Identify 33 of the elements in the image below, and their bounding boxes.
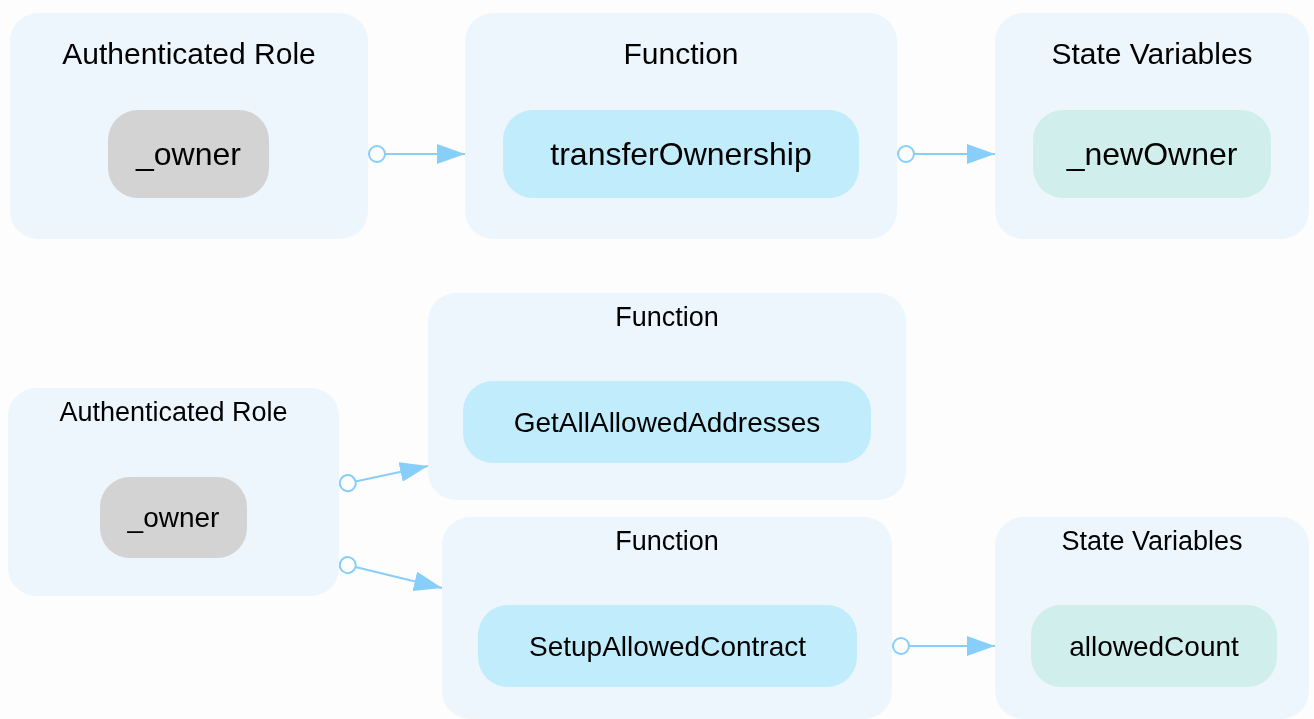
group-title: Authenticated Role (62, 36, 316, 72)
group-panel (995, 13, 1309, 239)
group-title: Function (615, 301, 719, 334)
arrow (891, 636, 996, 656)
group-panel (10, 13, 368, 239)
node-label: allowedCount (1069, 629, 1239, 664)
node-box (463, 381, 871, 463)
node-box (108, 110, 269, 198)
node-box (478, 605, 857, 687)
node-box (100, 477, 247, 558)
group-title: State Variables (1061, 525, 1243, 558)
group-title: Function (615, 525, 719, 558)
node-box (1033, 110, 1271, 198)
arrow (338, 462, 429, 493)
group-panel (8, 388, 339, 596)
node-label: _owner (136, 135, 241, 174)
arrow (367, 144, 466, 164)
node-label: GetAllAllowedAddresses (513, 405, 821, 440)
group-panel (442, 517, 892, 719)
node-box (503, 110, 859, 198)
node-label: transferOwnership (550, 135, 812, 174)
group-panel (465, 13, 897, 239)
node-label: _newOwner (1066, 135, 1238, 174)
node-label: SetupAllowedContract (528, 629, 806, 664)
group-title: Authenticated Role (59, 396, 288, 429)
group-panel (995, 517, 1309, 719)
arrow (896, 144, 996, 164)
arrow (338, 556, 443, 592)
group-title: State Variables (1051, 36, 1253, 72)
node-label: _owner (127, 501, 220, 535)
group-title: Function (623, 36, 739, 72)
node-box (1031, 605, 1277, 687)
group-panel (428, 293, 906, 500)
